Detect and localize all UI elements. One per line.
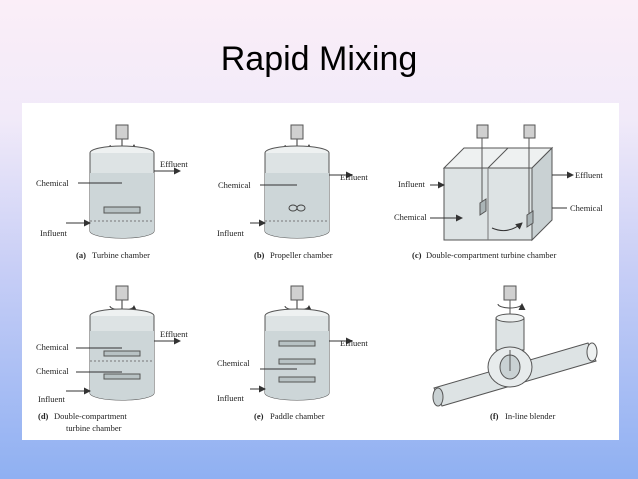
caption-letter: (d): [38, 411, 49, 421]
chemical-label-lower: Chemical: [36, 366, 69, 376]
chemical-label: Chemical: [36, 178, 69, 188]
caption-letter: (f): [490, 411, 499, 421]
effluent-label: Effluent: [340, 338, 368, 348]
figure-canvas: Chemical Effluent Influent (a) Turbine c…: [36, 124, 603, 433]
influent-label: Influent: [38, 394, 66, 404]
chemical-label-right: Chemical: [570, 203, 603, 213]
chemical-label: Chemical: [394, 212, 427, 222]
panel-d-double-compartment-turbine-chamber: Chemical Effluent Chemical Influent (d) …: [36, 285, 188, 433]
caption-text-line1: Double-compartment: [54, 411, 127, 421]
motor-icon: [290, 285, 304, 301]
caption-text: Turbine chamber: [92, 250, 150, 260]
effluent-label: Effluent: [160, 329, 188, 339]
chemical-label: Chemical: [218, 180, 251, 190]
caption-letter: (e): [254, 411, 264, 421]
turbine-impeller: [103, 206, 141, 214]
caption-letter: (a): [76, 250, 86, 260]
influent-label: Influent: [40, 228, 68, 238]
motor-icon: [503, 285, 517, 301]
panel-c-double-compartment-turbine-chamber: Influent Chemical Effluent Chemical (c) …: [394, 124, 603, 260]
caption-letter: (b): [254, 250, 265, 260]
effluent-label: Effluent: [575, 170, 603, 180]
motor-icon: [523, 124, 536, 139]
influent-label: Influent: [398, 179, 426, 189]
caption-text: Paddle chamber: [270, 411, 325, 421]
motor-icon: [115, 124, 129, 140]
caption-letter: (c): [412, 250, 422, 260]
panel-b-propeller-chamber: Chemical Effluent Influent (b) Propeller…: [217, 124, 368, 260]
mixing-chambers-figure: Chemical Effluent Influent (a) Turbine c…: [22, 103, 619, 440]
paddle: [278, 340, 316, 347]
panel-e-paddle-chamber: Chemical Effluent Influent (e) Paddle ch…: [217, 285, 368, 421]
motor-icon: [115, 285, 129, 301]
effluent-label: Effluent: [160, 159, 188, 169]
motor-icon: [476, 124, 489, 139]
influent-label: Influent: [217, 228, 245, 238]
caption-text: In-line blender: [505, 411, 555, 421]
motor-icon: [290, 124, 304, 140]
panel-f-in-line-blender: (f) In-line blender: [432, 285, 598, 421]
influent-label: Influent: [217, 393, 245, 403]
caption-text: Propeller chamber: [270, 250, 333, 260]
chemical-label: Chemical: [217, 358, 250, 368]
panel-a-turbine-chamber: Chemical Effluent Influent (a) Turbine c…: [36, 124, 188, 260]
caption-text: Double-compartment turbine chamber: [426, 250, 556, 260]
slide-title: Rapid Mixing: [220, 40, 418, 78]
effluent-label: Effluent: [340, 172, 368, 182]
caption-text-line2: turbine chamber: [66, 423, 122, 433]
chemical-label: Chemical: [36, 342, 69, 352]
